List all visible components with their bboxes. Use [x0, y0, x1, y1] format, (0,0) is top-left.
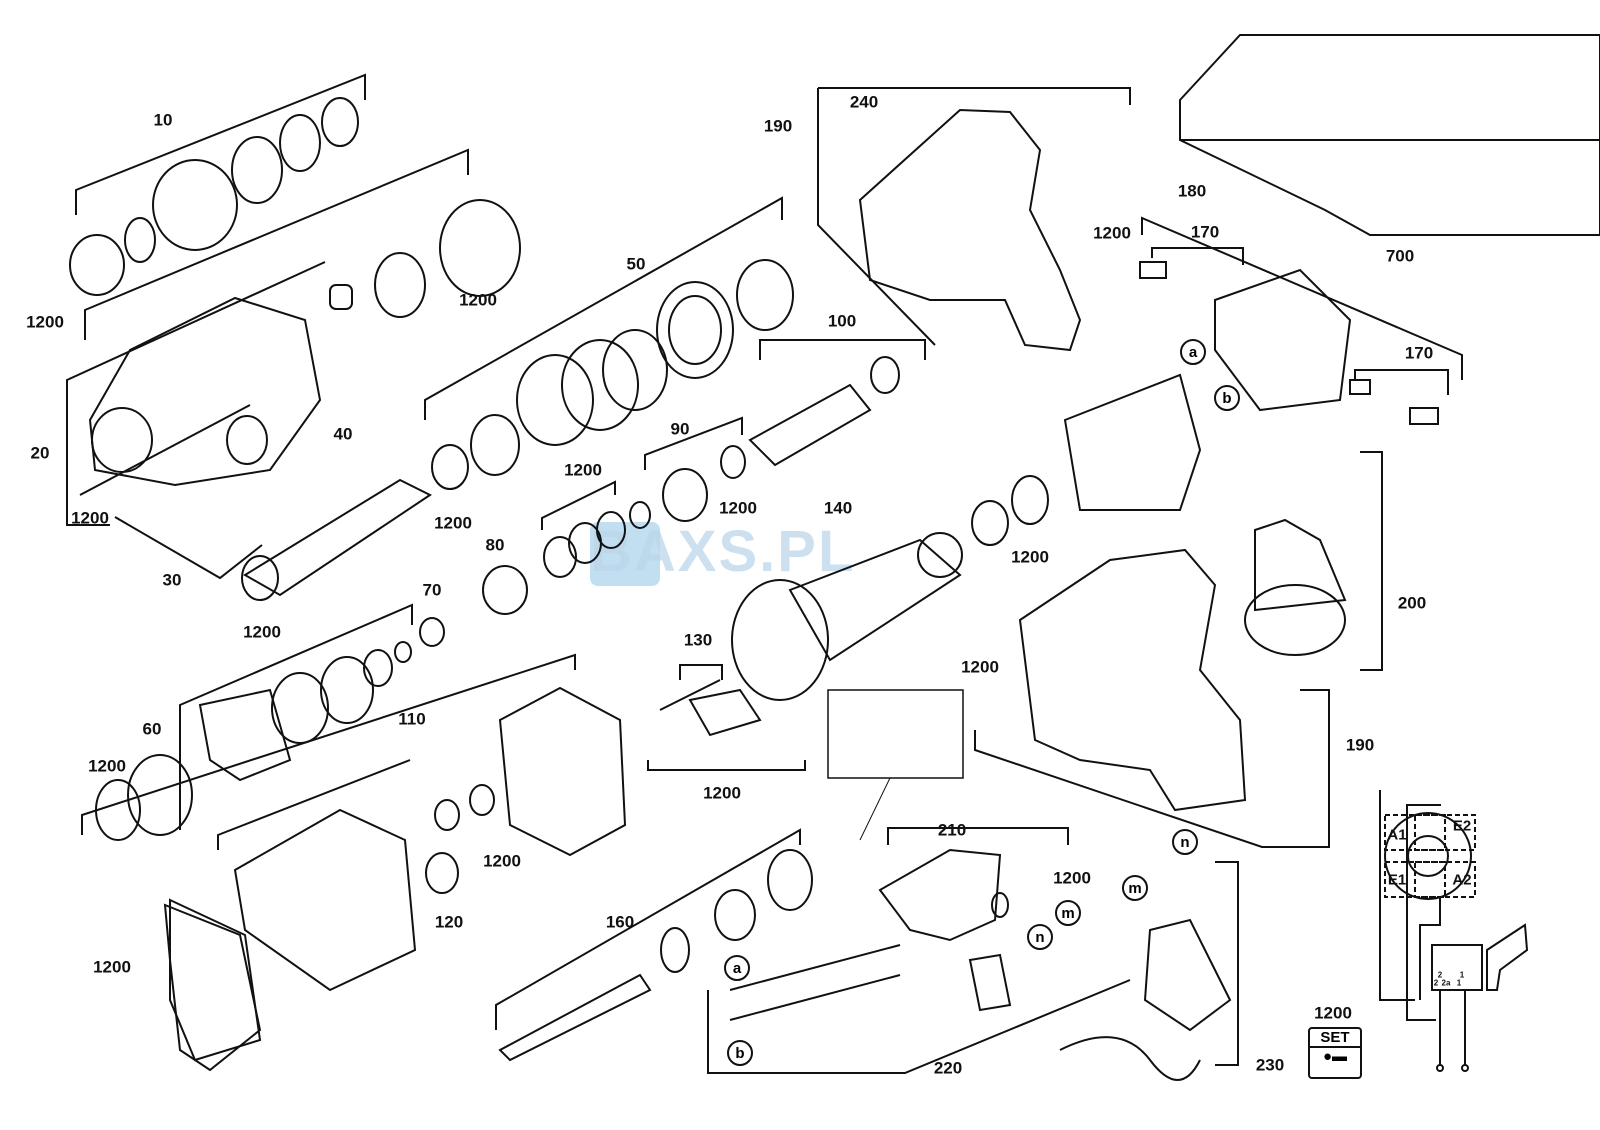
switch-and-cable	[729, 848, 1232, 1081]
gasket	[163, 903, 262, 1072]
switch-pin: 2a	[1441, 978, 1451, 988]
part-label-20: 20	[30, 443, 50, 463]
switch-pin: 2	[1437, 970, 1443, 980]
part-label-1200: 1200	[483, 851, 521, 871]
part-label-1200: 1200	[719, 498, 757, 518]
part-label-1200: 1200	[71, 508, 109, 528]
chuck-parts	[69, 97, 521, 318]
part-label-1200: 1200	[961, 657, 999, 677]
connector-marker-a: a	[1180, 339, 1206, 365]
connector-marker-n: n	[1027, 924, 1053, 950]
part-label-190: 190	[1345, 735, 1375, 755]
brush-holder	[1139, 261, 1439, 425]
part-label-190: 190	[763, 116, 793, 136]
field-coil	[971, 373, 1202, 546]
intermediate-flange	[95, 641, 412, 841]
part-label-1200: 1200	[459, 290, 497, 310]
watermark: BAXS.PL	[590, 519, 856, 584]
group-brackets	[66, 73, 1463, 1074]
part-label-30: 30	[162, 570, 182, 590]
handle-housing	[858, 108, 1347, 812]
part-label-130: 130	[683, 630, 713, 650]
part-label-1200: 1200	[88, 756, 126, 776]
part-label-50: 50	[626, 254, 646, 274]
switch-pin: 1	[1459, 970, 1465, 980]
switch-pin: 1	[1456, 978, 1462, 988]
terminal-e2: E2	[1452, 817, 1472, 835]
part-label-200: 200	[1397, 593, 1427, 613]
spindle-parts	[241, 259, 900, 647]
connector-marker-m: m	[1055, 900, 1081, 926]
part-label-1200: 1200	[1011, 547, 1049, 567]
terminal-e1: E1	[1387, 871, 1407, 889]
part-label-90: 90	[670, 419, 690, 439]
part-label-1200: 1200	[1093, 223, 1131, 243]
part-label-1200: 1200	[703, 783, 741, 803]
part-label-1200: 1200	[434, 513, 472, 533]
terminal-a2: A2	[1452, 871, 1472, 889]
part-label-60: 60	[142, 719, 162, 739]
part-label-220: 220	[933, 1058, 963, 1078]
part-label-1200: 1200	[564, 460, 602, 480]
armature	[659, 532, 963, 737]
set-kit-icon: SET●▬	[1308, 1027, 1362, 1079]
terminal-a1: A1	[1387, 826, 1407, 844]
part-label-700: 700	[1385, 246, 1415, 266]
connector-marker-b: b	[727, 1040, 753, 1066]
gear-parts	[498, 849, 1009, 1062]
connector-marker-b: b	[1214, 385, 1240, 411]
part-label-120: 120	[434, 912, 464, 932]
switch-pin: 2	[1433, 978, 1439, 988]
part-label-180: 180	[1177, 181, 1207, 201]
part-label-10: 10	[153, 110, 173, 130]
warning-note	[827, 689, 964, 841]
gear-housing	[79, 296, 322, 496]
connector-marker-a: a	[724, 955, 750, 981]
part-label-40: 40	[333, 424, 353, 444]
part-label-230: 230	[1255, 1055, 1285, 1075]
part-label-210: 210	[937, 820, 967, 840]
connector-marker-m: m	[1122, 875, 1148, 901]
connector-marker-n: n	[1172, 829, 1198, 855]
part-label-1200: 1200	[243, 622, 281, 642]
part-label-170: 170	[1190, 222, 1220, 242]
part-label-1200: 1200	[26, 312, 64, 332]
carry-case	[1179, 34, 1600, 236]
set-kit-label: SET	[1310, 1029, 1360, 1048]
part-label-110: 110	[398, 709, 426, 729]
part-label-240: 240	[849, 92, 879, 112]
motor-housing-parts	[169, 686, 627, 1062]
part-label-170: 170	[1404, 343, 1434, 363]
part-label-70: 70	[422, 580, 442, 600]
part-label-1200: 1200	[1314, 1003, 1352, 1023]
wiring-diagram	[1384, 804, 1529, 1072]
part-label-1200: 1200	[1053, 868, 1091, 888]
part-label-140: 140	[823, 498, 853, 518]
part-label-1200: 1200	[93, 957, 131, 977]
part-label-80: 80	[485, 535, 505, 555]
part-label-160: 160	[605, 912, 635, 932]
part-label-100: 100	[827, 311, 857, 331]
